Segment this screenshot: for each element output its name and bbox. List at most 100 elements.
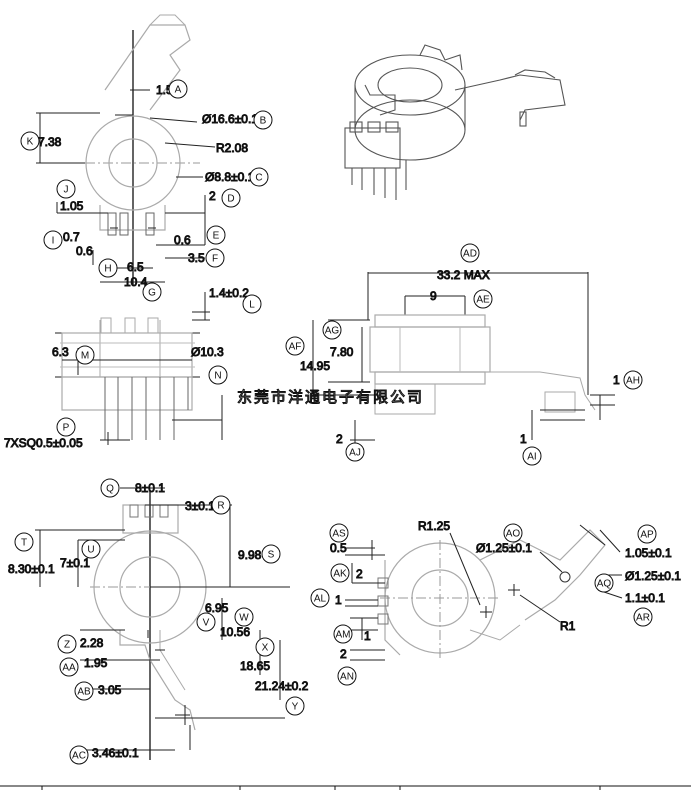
tag-label-ac: AC: [72, 751, 86, 762]
tag-label-c: C: [255, 173, 262, 184]
tag-a: A: [168, 79, 188, 99]
dim-10-56: 10.56: [220, 625, 250, 639]
tag-label-af: AF: [289, 342, 302, 353]
dim-18-65: 18.65: [240, 659, 270, 673]
tag-label-a: A: [175, 85, 182, 96]
tag-label-h: H: [104, 264, 111, 275]
tag-ao: AO: [503, 523, 523, 543]
dim-3-05: 3.05: [98, 683, 122, 697]
tag-aj: AJ: [345, 442, 365, 462]
tag-w: W: [234, 607, 254, 627]
dim-diameter-1-25-right: Ø1.25±0.1: [625, 569, 681, 583]
dim-2-an: 2: [340, 647, 347, 661]
tag-label-ao: AO: [506, 529, 521, 540]
title-block-border: [0, 785, 691, 790]
tag-label-aq: AQ: [597, 579, 612, 590]
dim-2-ak: 2: [356, 567, 363, 581]
tag-an: AN: [337, 666, 357, 686]
isometric-view: [344, 44, 566, 200]
front-view: [312, 272, 615, 445]
tag-k: K: [20, 131, 40, 151]
dim-3-5: 3.5: [188, 251, 205, 265]
tag-label-ap: AP: [640, 530, 654, 541]
tag-label-s: S: [268, 550, 275, 561]
tag-label-as: AS: [332, 529, 346, 540]
dim-r1: R1: [560, 619, 576, 633]
dim-0-6-left: 0.6: [76, 244, 93, 258]
tag-label-e: E: [213, 231, 220, 242]
tag-c: C: [249, 167, 269, 187]
dim-7xsq: 7XSQ0.5±0.05: [4, 436, 83, 450]
dim-3-46: 3.46±0.1: [92, 746, 139, 760]
tag-label-b: B: [260, 116, 267, 127]
tag-label-al: AL: [314, 594, 327, 605]
tag-label-ak: AK: [333, 569, 347, 580]
tag-z: Z: [57, 634, 77, 654]
dim-1-am: 1: [364, 629, 371, 643]
tag-label-ab: AB: [77, 687, 91, 698]
tag-ab: AB: [74, 681, 94, 701]
dim-r2-08: R2.08: [216, 141, 248, 155]
dim-33-2-max: 33.2 MAX: [437, 268, 490, 282]
tag-label-w: W: [239, 613, 249, 624]
tag-al: AL: [310, 588, 330, 608]
dim-7-pm-0-1: 7±0.1: [60, 556, 90, 570]
tag-label-y: Y: [292, 702, 299, 713]
dim-diameter-16-6: Ø16.6±0.1: [202, 112, 258, 126]
tag-label-ar: AR: [636, 613, 650, 624]
dim-6-5: 6.5: [127, 260, 144, 274]
dim-0-7: 0.7: [63, 230, 80, 244]
dim-6-3: 6.3: [52, 345, 69, 359]
tag-label-n: N: [214, 371, 221, 382]
dim-r1-25: R1.25: [418, 519, 450, 533]
tag-label-g: G: [148, 288, 156, 299]
dim-1-al: 1: [335, 593, 342, 607]
tag-s: S: [261, 544, 281, 564]
tag-m: M: [75, 345, 95, 365]
tag-label-aa: AA: [62, 663, 76, 674]
tag-ag: AG: [322, 320, 342, 340]
tag-label-r: R: [217, 501, 224, 512]
tag-label-ad: AD: [463, 249, 477, 260]
tag-ah: AH: [623, 370, 643, 390]
dim-1-4: 1.4±0.2: [209, 286, 249, 300]
dim-1-05: 1.05: [60, 199, 84, 213]
side-view: [55, 292, 223, 445]
dim-9-98: 9.98: [238, 548, 262, 562]
tag-label-u: U: [87, 545, 94, 556]
dim-0-6-right: 0.6: [174, 233, 191, 247]
dim-8-pm-0-1: 8±0.1: [135, 481, 165, 495]
tag-n: N: [208, 365, 228, 385]
tag-label-f: F: [212, 254, 218, 265]
tag-y: Y: [285, 696, 305, 716]
tag-v: V: [196, 612, 216, 632]
tag-l: L: [242, 294, 262, 314]
dim-diameter-1-25-top: Ø1.25±0.1: [476, 541, 532, 555]
dim-2-28: 2.28: [80, 636, 104, 650]
tag-i: I: [43, 230, 63, 250]
dim-7-38: 7.38: [38, 135, 62, 149]
dim-diameter-8-8: Ø8.8±0.1: [205, 170, 255, 184]
dim-7-80: 7.80: [330, 345, 354, 359]
tag-u: U: [81, 539, 101, 559]
tag-d: D: [221, 188, 241, 208]
detail-view: [345, 524, 623, 661]
dim-3-pm-0-1: 3±0.1: [185, 499, 215, 513]
dim-1-ah: 1: [613, 373, 620, 387]
dim-10-4: 10.4: [124, 275, 148, 289]
tag-label-am: AM: [336, 630, 351, 641]
tag-f: F: [205, 248, 225, 268]
tag-aa: AA: [59, 657, 79, 677]
tag-ae: AE: [473, 289, 493, 309]
tag-label-k: K: [27, 137, 34, 148]
tag-af: AF: [285, 336, 305, 356]
tag-label-ae: AE: [476, 295, 490, 306]
tag-am: AM: [333, 624, 353, 644]
dim-diameter-10-3: Ø10.3: [191, 345, 224, 359]
tag-aq: AQ: [594, 573, 614, 593]
bottom-view: [35, 487, 290, 760]
tag-t: T: [14, 532, 34, 552]
